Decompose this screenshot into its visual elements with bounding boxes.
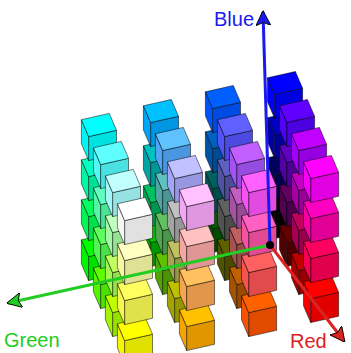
red-axis xyxy=(270,245,344,341)
color-cube-cell xyxy=(117,197,152,244)
cube-face xyxy=(117,197,152,220)
cube-face xyxy=(205,86,240,109)
axis-label: Green xyxy=(4,330,60,350)
cube-face xyxy=(81,113,116,136)
color-cube-cell xyxy=(242,249,277,296)
cube-face xyxy=(217,113,252,136)
cube-face xyxy=(230,141,265,164)
cube-grid xyxy=(81,72,338,353)
color-cube-cell xyxy=(117,277,152,324)
cube-face xyxy=(280,100,315,123)
color-cube-cell xyxy=(117,317,152,353)
cube-face xyxy=(167,155,202,178)
cube-face xyxy=(242,169,277,192)
color-cube-cell xyxy=(304,195,339,242)
cube-face xyxy=(179,183,214,206)
axes xyxy=(8,12,344,341)
color-cube-cell xyxy=(179,183,214,230)
blue-axis xyxy=(263,12,270,245)
axis-label: Red xyxy=(290,331,327,351)
color-cube-cell xyxy=(242,169,277,216)
color-cube-cell xyxy=(179,303,214,350)
color-cube-cell xyxy=(304,155,339,202)
color-cube-cell xyxy=(304,275,339,322)
color-cube-cell xyxy=(242,289,277,336)
cube-face xyxy=(93,141,128,164)
cube-face xyxy=(143,100,178,123)
green-axis xyxy=(8,245,270,303)
color-cube-cell xyxy=(304,235,339,282)
origin-dot xyxy=(266,241,274,249)
cube-face xyxy=(155,127,190,150)
cube-face xyxy=(105,169,140,192)
cube-face xyxy=(268,72,303,95)
axis-label: Blue xyxy=(214,9,254,29)
cube-face xyxy=(292,127,327,150)
color-cube-cell xyxy=(179,263,214,310)
cube-face xyxy=(304,155,339,178)
